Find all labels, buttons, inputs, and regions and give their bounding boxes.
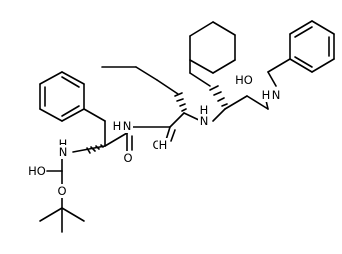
atom-label-n-amide: N — [123, 119, 132, 133]
nle-carbonyl-to-calpha — [169, 112, 185, 128]
calpha-to-n-carbamate — [72, 145, 106, 153]
phe-ring-to-ch2 — [83, 108, 106, 122]
atom-label-h-amine: H — [200, 103, 209, 117]
benzyl-ch2-to-ring — [267, 58, 291, 73]
butyl-chain — [101, 66, 179, 95]
atom-label-n-benzylamine: N — [272, 88, 281, 102]
atom-label-o-phe-carbonyl: O — [123, 151, 132, 165]
atom-label-h-nle-extra: H — [159, 138, 168, 152]
cyclohexylmethyl-hash-bond — [209, 85, 228, 107]
amine-to-chcyclohexylmethyl — [212, 108, 226, 122]
phe-calpha-to-carbonyl — [104, 132, 128, 147]
atom-label-h-benzylamine: H — [262, 88, 271, 102]
atom-label-n-carbamate: N — [59, 145, 68, 159]
c-to-c-hydroxyl — [224, 95, 248, 110]
atom-label-h-carbamate: H — [59, 137, 68, 151]
nle-calpha-hash-bond — [174, 92, 187, 112]
phenyl-ring-left — [39, 71, 85, 122]
atom-label-o-ester: O — [57, 184, 66, 198]
nle-co-double-a — [165, 126, 171, 141]
ch2-to-cyclohexyl — [189, 72, 211, 87]
atom-labels: HO O H N O H N O H N H HO H N — [28, 73, 282, 198]
atom-label-o-nle-carbonyl: O — [152, 138, 161, 152]
c-hydroxyl-to-ch2 — [246, 95, 269, 110]
bond-network — [39, 20, 335, 233]
phenyl-ring-right — [289, 20, 335, 73]
atom-label-h-amide: H — [113, 119, 122, 133]
n-to-benzyl-ch2 — [267, 71, 277, 87]
nle-co-double-b — [170, 129, 176, 142]
cyclohexane-ring — [189, 21, 236, 74]
atom-label-ho-carbamate: HO — [28, 164, 46, 178]
tert-butyl — [39, 207, 85, 233]
atom-label-n-amine: N — [200, 114, 209, 128]
atom-label-ho-alcohol: HO — [235, 73, 253, 87]
